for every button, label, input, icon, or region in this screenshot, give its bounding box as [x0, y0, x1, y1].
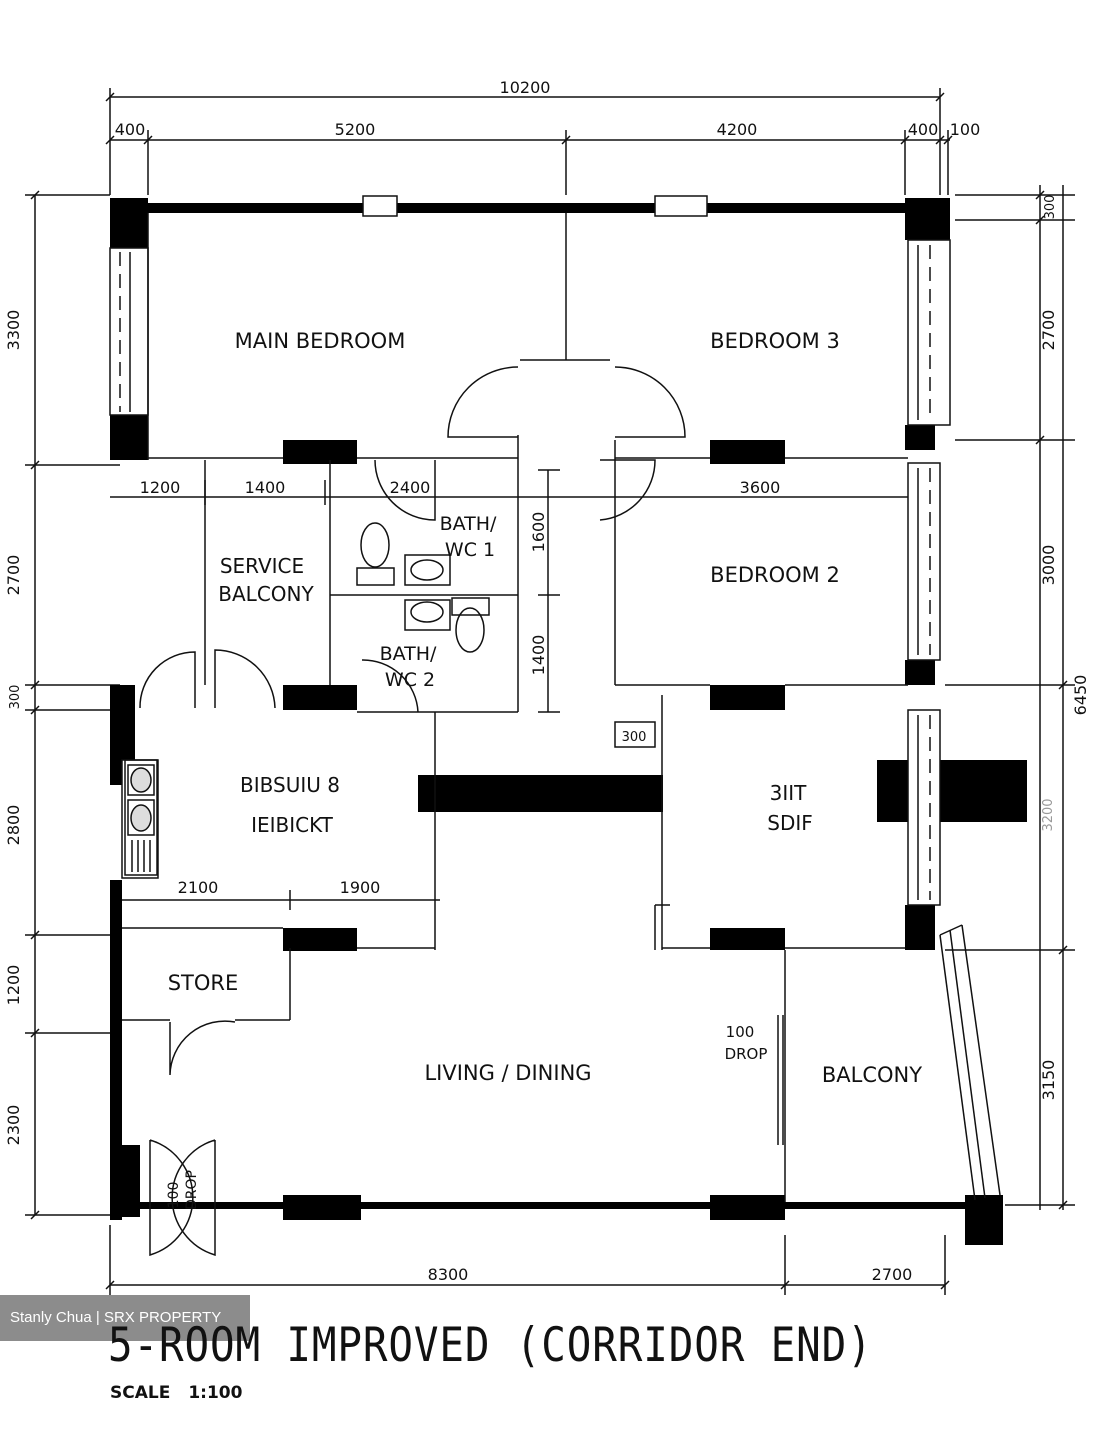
windows	[109, 195, 951, 906]
dim-right-3: 6450	[1071, 675, 1090, 716]
door-swings	[139, 366, 784, 1257]
dim-left-1: 2700	[4, 555, 23, 596]
dim-inner-3: 3600	[740, 478, 781, 497]
room-main-bedroom: MAIN BEDROOM	[235, 329, 406, 353]
bottom-dimension-lines	[105, 1225, 950, 1295]
room-service-balcony-b: BALCONY	[218, 582, 314, 606]
dim-left-5: 2300	[4, 1105, 23, 1146]
dim-top-total: 10200	[500, 78, 551, 97]
room-bath-wc-2-a: BATH/	[380, 643, 437, 665]
dim-left-2: 300	[8, 685, 23, 710]
room-bedroom-2: BEDROOM 2	[710, 563, 840, 587]
dim-left-3: 2800	[4, 805, 23, 846]
room-bath-wc-1-b: WC 1	[445, 539, 495, 561]
dim-top-2: 4200	[717, 120, 758, 139]
dim-right-4: 3150	[1039, 1060, 1058, 1101]
drop-label-1-a: 100	[726, 1023, 755, 1041]
drop-label-1-b: DROP	[725, 1045, 768, 1063]
room-bath-wc-2-b: WC 2	[385, 669, 435, 691]
watermark: Stanly Chua | SRX PROPERTY	[0, 1295, 250, 1341]
dim-inner-2: 2400	[390, 478, 431, 497]
dim-kitchen-0: 2100	[178, 878, 219, 897]
room-kitchen-b: IEIBICKT	[251, 813, 334, 837]
top-dimension-lines	[105, 88, 953, 195]
dim-top-4: 100	[950, 120, 981, 139]
room-bath-wc-1-a: BATH/	[440, 513, 497, 535]
room-balcony: BALCONY	[822, 1063, 922, 1087]
dim-left-0: 3300	[4, 310, 23, 351]
scale-label-text: SCALE	[110, 1383, 171, 1403]
interior-walls	[122, 213, 1001, 1202]
dim-top-1: 5200	[335, 120, 376, 139]
dim-right-faded: 3200	[1041, 798, 1056, 831]
scale-value: 1:100	[188, 1383, 243, 1403]
dim-inner-1: 1400	[245, 478, 286, 497]
left-dimension-lines	[25, 190, 120, 1220]
room-kitchen-a: BIBSUIU 8	[240, 773, 340, 797]
room-service-balcony-a: SERVICE	[220, 554, 304, 578]
drop-label-2-a: 100	[166, 1182, 182, 1209]
drop-label-2-b: DROP	[184, 1170, 200, 1210]
inner-dimension-lines	[110, 469, 910, 910]
scale-label: SCALE 1:100	[110, 1383, 242, 1403]
room-living-dining: LIVING / DINING	[424, 1061, 591, 1085]
small-mark-label: 300	[622, 730, 647, 745]
dim-top-0: 400	[115, 120, 146, 139]
room-bedroom-4-b: SDIF	[767, 811, 813, 835]
dim-right-1: 2700	[1039, 310, 1058, 351]
room-bedroom-4-a: 3IIT	[770, 781, 808, 805]
right-dimension-lines	[945, 185, 1075, 1210]
dim-top-3: 400	[908, 120, 939, 139]
sanitary-fittings	[124, 522, 490, 876]
dim-right-2: 3000	[1039, 545, 1058, 586]
dim-left-4: 1200	[4, 965, 23, 1006]
dim-bottom-0: 8300	[428, 1265, 469, 1284]
dim-bottom-1: 2700	[872, 1265, 913, 1284]
room-bedroom-3: BEDROOM 3	[710, 329, 840, 353]
dim-right-0: 300	[1043, 195, 1058, 220]
room-store: STORE	[168, 971, 239, 995]
plan-title: 5-ROOM IMPROVED (CORRIDOR END)	[108, 1318, 873, 1373]
outer-walls	[110, 198, 1027, 1245]
dim-inner-v1: 1400	[529, 635, 548, 676]
dim-inner-0: 1200	[140, 478, 181, 497]
dim-kitchen-1: 1900	[340, 878, 381, 897]
dim-inner-v0: 1600	[529, 512, 548, 553]
